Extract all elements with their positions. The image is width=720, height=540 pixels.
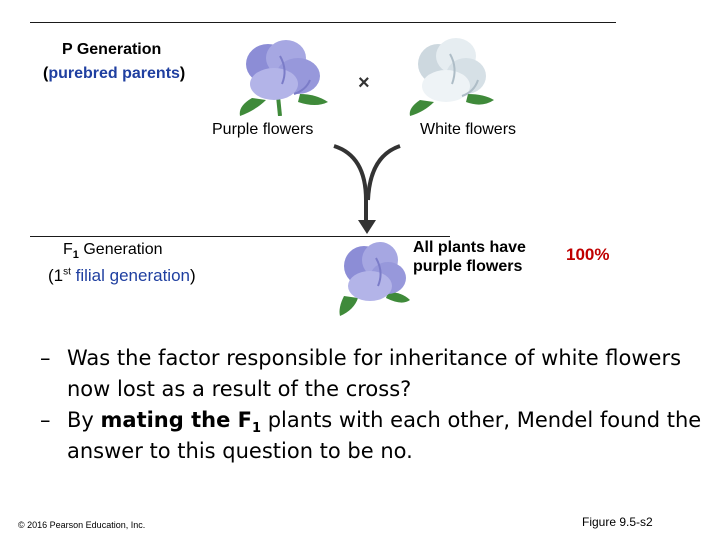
f1-paren-open: (1 (48, 266, 63, 285)
top-divider (30, 22, 616, 23)
bullet-2-bold: mating the F1 (101, 408, 262, 432)
f1-result-text: All plants have purple flowers (413, 238, 526, 276)
percent-label: 100% (566, 245, 609, 265)
f1-result-line1: All plants have (413, 238, 526, 257)
purple-flowers-label: Purple flowers (212, 120, 313, 140)
f1-generation-subtitle: (1st filial generation) (48, 266, 196, 286)
question-bullets: – Was the factor responsible for inherit… (40, 343, 710, 467)
cross-symbol: × (358, 72, 370, 95)
bullet-2: – By mating the F1 plants with each othe… (40, 405, 710, 467)
bullet-1-text: Was the factor responsible for inheritan… (67, 346, 681, 401)
copyright-text: © 2016 Pearson Education, Inc. (18, 520, 145, 530)
cross-arrow (330, 142, 410, 238)
bullet-2-dash: – (40, 405, 51, 436)
f1-generation-word: Generation (79, 241, 163, 258)
bullet-2-pre: By (67, 408, 101, 432)
f1-st-superscript: st (63, 266, 71, 277)
f1-result-line2: purple flowers (413, 257, 526, 276)
f1-f-letter: F (63, 241, 73, 258)
p-generation-title: P Generation (62, 40, 161, 60)
bullet-1-dash: – (40, 343, 51, 374)
bullet-1: – Was the factor responsible for inherit… (40, 343, 710, 405)
f1-filial-text: filial generation (71, 266, 190, 285)
figure-label: Figure 9.5-s2 (582, 515, 653, 529)
p-paren-close: ) (180, 65, 185, 82)
white-flower-parent-image (404, 36, 500, 116)
purple-flower-parent-image (228, 36, 340, 116)
f1-generation-title: F1 Generation (63, 240, 163, 260)
f1-paren-close: ) (190, 266, 196, 285)
p-purebred-text: purebred parents (48, 65, 180, 82)
white-flowers-label: White flowers (420, 120, 516, 140)
purple-flower-f1-image (336, 236, 412, 316)
p-generation-subtitle: (purebred parents) (43, 64, 185, 84)
bullet-2-subscript: 1 (252, 421, 261, 436)
